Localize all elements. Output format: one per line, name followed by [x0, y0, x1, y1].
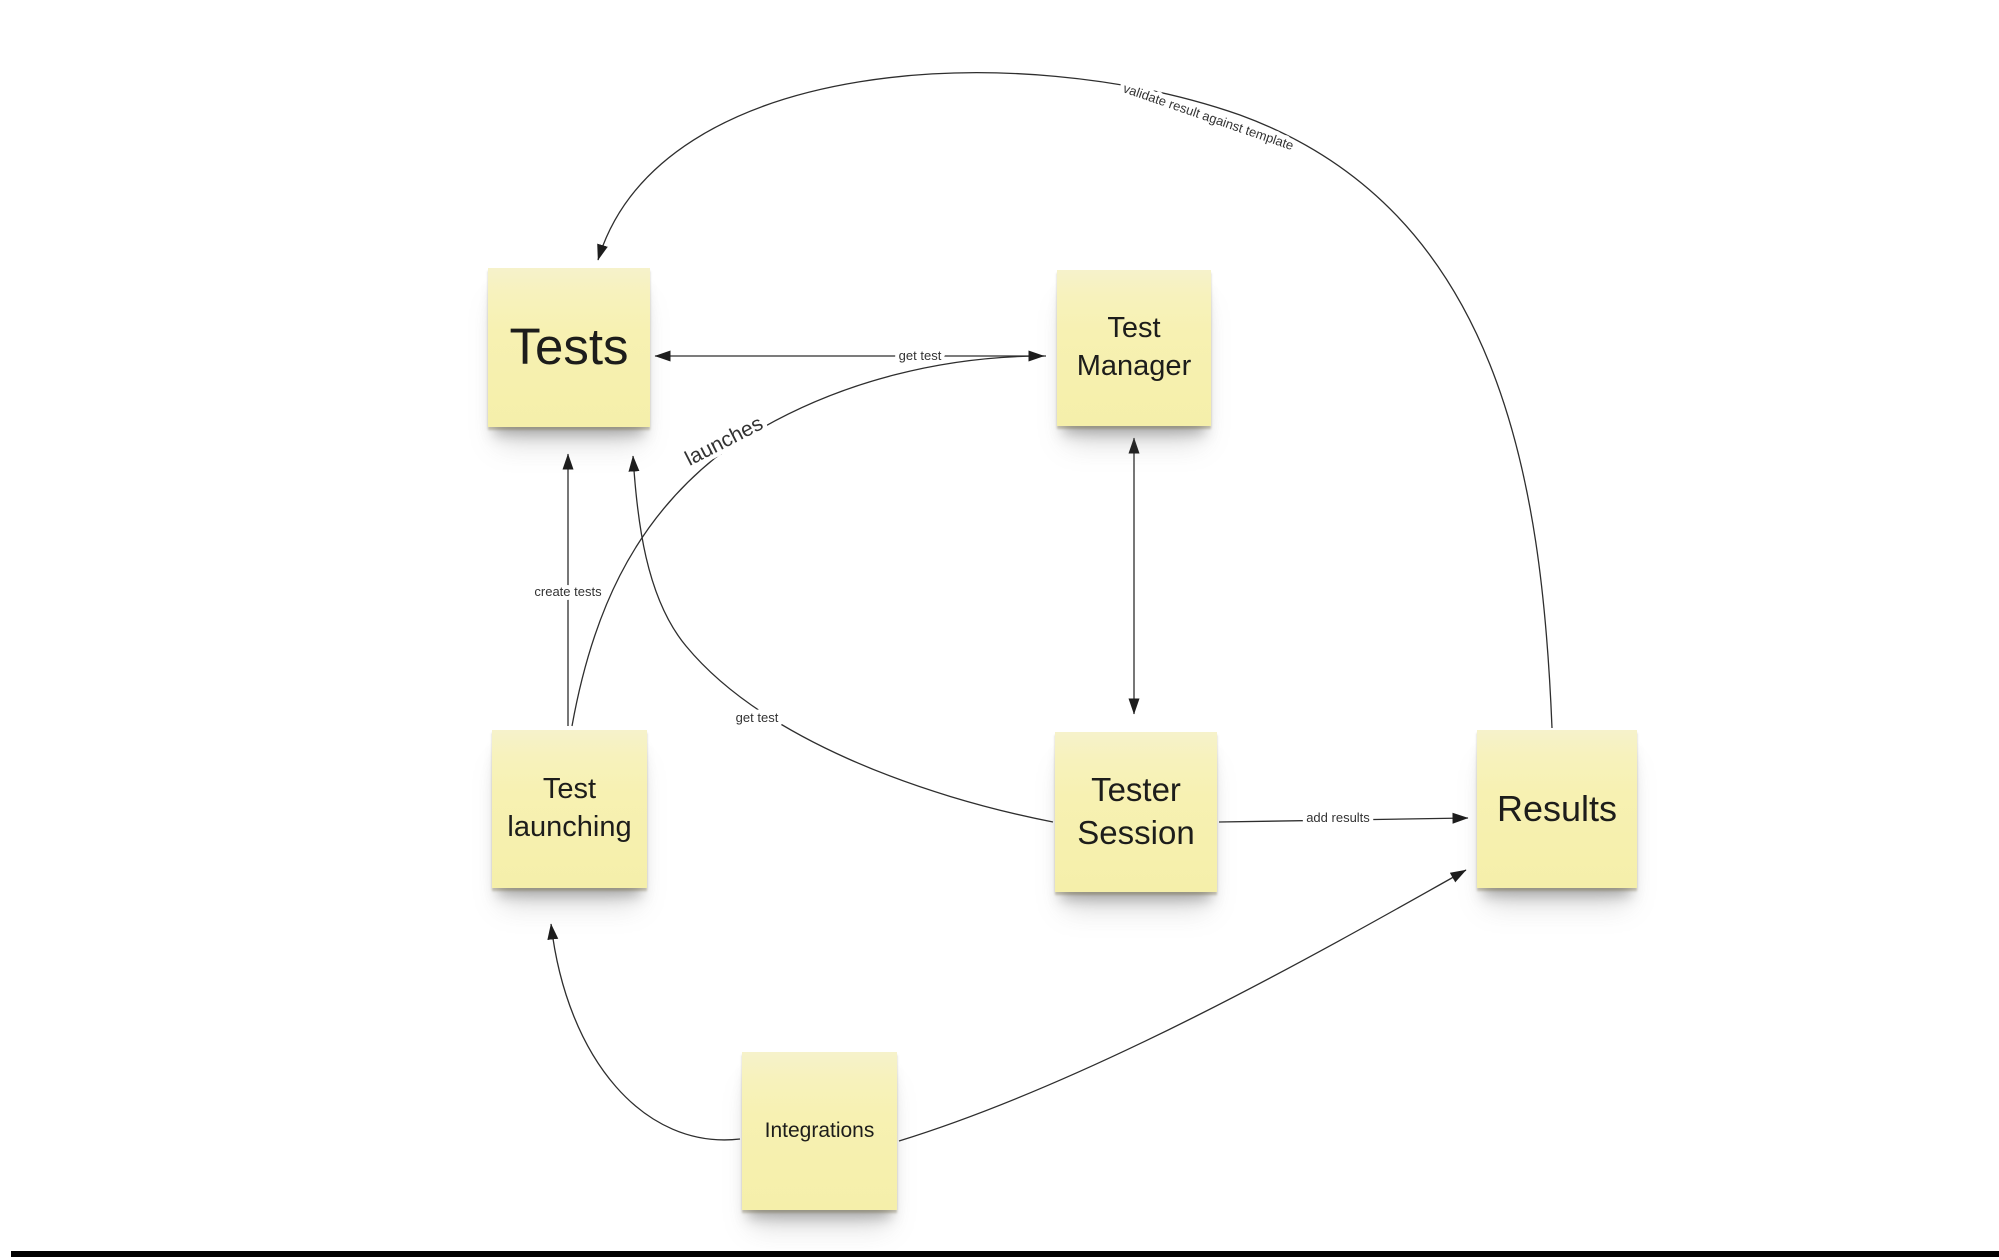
sticky-note-results[interactable]: Results: [1477, 730, 1637, 888]
edge-tester-session-to-results[interactable]: [1218, 812, 1469, 824]
edge-label-add-results[interactable]: add results: [1302, 806, 1374, 829]
edge-integrations-to-test-launching[interactable]: [547, 923, 741, 1141]
edge-label-get-test-session[interactable]: get test: [732, 706, 783, 729]
sticky-note-test-launching[interactable]: Test launching: [492, 730, 647, 888]
sticky-label-integrations: Integrations: [764, 1119, 875, 1143]
bottom-toolbar-edge: [11, 1251, 1999, 1257]
edge-label-launches[interactable]: launches: [677, 407, 771, 475]
sticky-note-integrations[interactable]: Integrations: [742, 1052, 897, 1210]
edge-integrations-to-results[interactable]: [898, 869, 1467, 1142]
sticky-label-results: Results: [1496, 787, 1618, 829]
edge-label-get-test-top[interactable]: get test: [895, 344, 946, 367]
sticky-note-tester-session[interactable]: Tester Session: [1055, 732, 1217, 892]
sticky-label-test-launching: Test launching: [507, 773, 632, 843]
edge-test-launching-to-test-manager[interactable]: [571, 350, 1045, 727]
edge-label-create-tests[interactable]: create tests: [530, 580, 606, 603]
sticky-note-test-manager[interactable]: Test Manager: [1057, 270, 1211, 426]
edge-tester-session-to-tests[interactable]: [628, 455, 1054, 823]
edge-label-validate-result[interactable]: validate result against template: [1117, 76, 1299, 157]
edge-results-to-tests[interactable]: [597, 72, 1553, 729]
sticky-label-test-manager: Test Manager: [1076, 312, 1192, 382]
sticky-label-tests: Tests: [509, 318, 629, 376]
sticky-label-tester-session: Tester Session: [1077, 771, 1195, 851]
sticky-note-tests[interactable]: Tests: [488, 268, 650, 427]
